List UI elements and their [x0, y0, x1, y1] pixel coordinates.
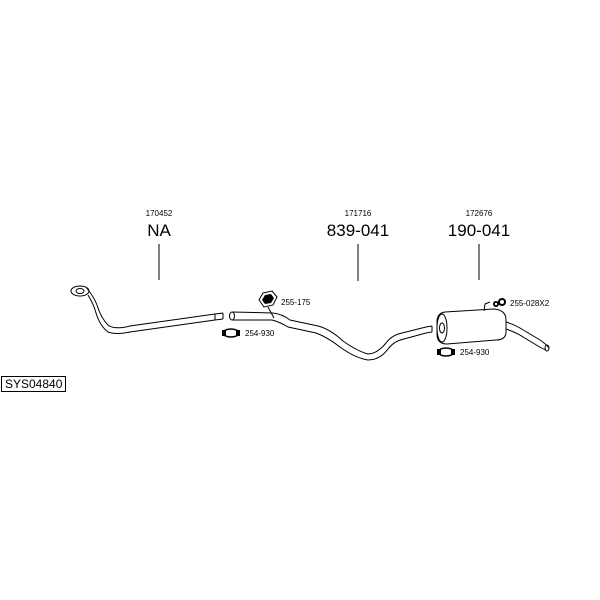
rear-silencer-drawing — [436, 301, 550, 352]
accessory-label: 255-175 — [281, 298, 311, 307]
clamp-icon — [222, 328, 240, 338]
system-code-label: SYS04840 — [1, 376, 67, 392]
accessory-rubber-hanger[interactable]: 255-028X2 — [493, 298, 550, 308]
middle-pipe-drawing — [229, 311, 433, 361]
part-code-label: 190-041 — [448, 221, 510, 240]
part-rear-silencer[interactable]: 172676 190-041 — [436, 209, 550, 352]
accessory-clamp[interactable]: 254-930 — [222, 328, 275, 338]
part-number-label: 171716 — [345, 209, 372, 218]
part-front-pipe[interactable]: 170452 NA — [70, 209, 224, 334]
front-pipe-drawing — [70, 285, 224, 334]
part-code-label: 839-041 — [327, 221, 389, 240]
rubber-hanger-icon — [493, 298, 506, 307]
accessory-label: 254-930 — [460, 348, 490, 357]
part-number-label: 170452 — [146, 209, 173, 218]
part-middle-pipe[interactable]: 171716 839-041 — [229, 209, 433, 361]
accessory-label: 254-930 — [245, 329, 275, 338]
part-number-label: 172676 — [466, 209, 493, 218]
accessory-nut[interactable]: 255-175 — [258, 290, 311, 319]
clamp-icon — [437, 347, 455, 357]
accessory-clamp[interactable]: 254-930 — [437, 347, 490, 357]
accessory-label: 255-028X2 — [510, 299, 550, 308]
part-code-label: NA — [147, 221, 171, 240]
nut-icon — [258, 290, 278, 319]
